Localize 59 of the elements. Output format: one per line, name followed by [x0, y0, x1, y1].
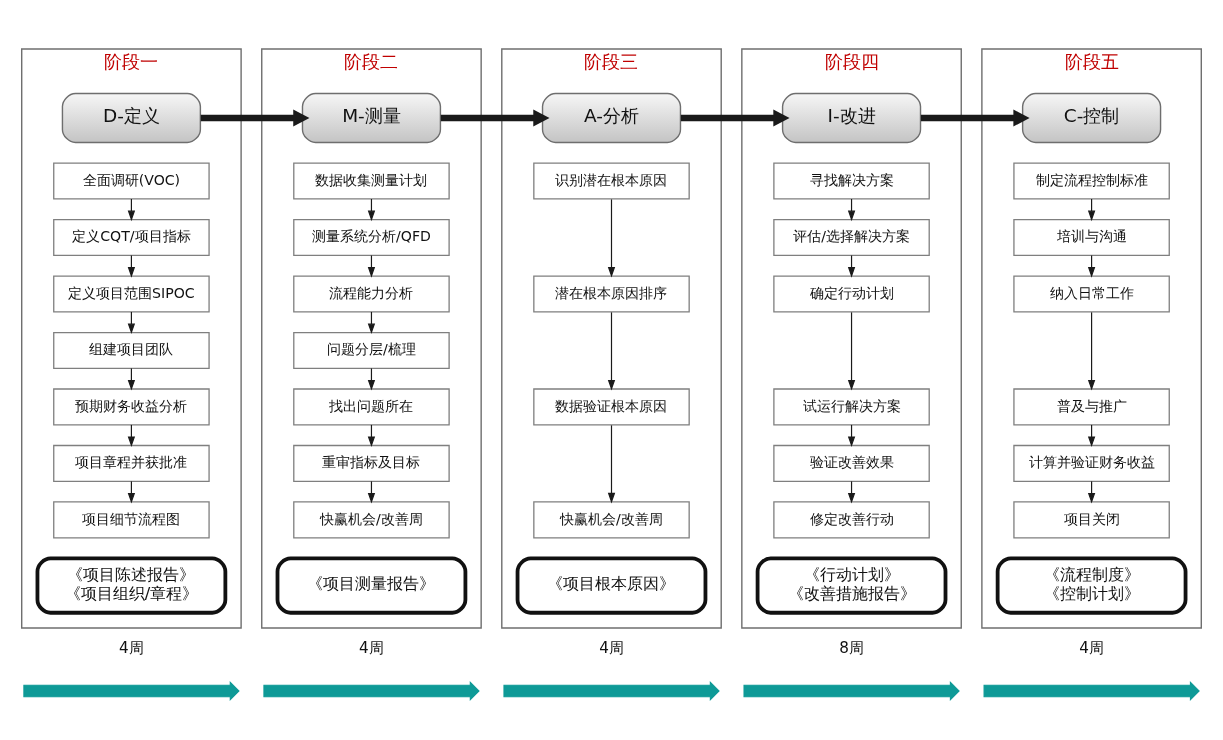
node-box: 寻找解决方案 — [773, 162, 930, 200]
node-box: 测量系统分析/QFD — [293, 218, 450, 257]
node-box: A-分析 — [541, 92, 682, 144]
node-box: 预期财务收益分析 — [53, 388, 210, 426]
arrow — [607, 311, 616, 391]
node-arrow — [983, 680, 1200, 701]
node-box: 培训与沟通 — [1013, 218, 1170, 257]
node-box: 重审指标及目标 — [293, 444, 450, 482]
node-label: 8周 — [839, 639, 864, 658]
node-box: 修定改善行动 — [773, 501, 930, 539]
node-box: 《流程制度》 《控制计划》 — [995, 556, 1188, 615]
node-label: 4周 — [359, 639, 384, 658]
arrow — [1087, 311, 1096, 391]
node-box: 纳入日常工作 — [1013, 275, 1170, 313]
node-box: 普及与推广 — [1013, 388, 1170, 426]
node-box: D-定义 — [61, 92, 202, 144]
node-box: 制定流程控制标准 — [1013, 162, 1170, 200]
node-box: 《行动计划》 《改善措施报告》 — [755, 556, 948, 615]
node-box: 识别潜在根本原因 — [533, 162, 690, 200]
node-box: 快赢机会/改善周 — [293, 501, 450, 539]
node-box: 《项目根本原因》 — [515, 556, 708, 615]
node-box: 《项目陈述报告》 《项目组织/章程》 — [35, 556, 228, 615]
node-box: 潜在根本原因排序 — [533, 275, 690, 313]
node-box: 组建项目团队 — [53, 331, 210, 369]
arrow — [847, 311, 856, 391]
node-box: C-控制 — [1021, 92, 1162, 144]
node-box: 评估/选择解决方案 — [773, 218, 930, 257]
node-box: 快赢机会/改善周 — [533, 501, 690, 539]
node-box: 验证改善效果 — [773, 444, 930, 482]
node-arrow — [23, 680, 240, 701]
node-box: 流程能力分析 — [293, 275, 450, 313]
node-arrow — [263, 680, 480, 701]
node-box: M-测量 — [301, 92, 442, 144]
node-box: 问题分层/梳理 — [293, 331, 450, 369]
arrow — [680, 109, 790, 127]
node-box: 数据收集测量计划 — [293, 162, 450, 200]
arrow — [440, 109, 550, 127]
node-box: I-改进 — [781, 92, 922, 144]
arrow — [607, 198, 616, 278]
node-label: 4周 — [119, 639, 144, 658]
node-arrow — [503, 680, 720, 701]
node-label: 4周 — [1079, 639, 1104, 658]
arrow — [607, 424, 616, 504]
node-label: 4周 — [599, 639, 624, 658]
node-box: 全面调研(VOC) — [53, 162, 210, 200]
arrow — [200, 109, 310, 127]
arrow — [920, 109, 1030, 127]
node-box: 找出问题所在 — [293, 388, 450, 426]
node-box: 试运行解决方案 — [773, 388, 930, 426]
node-box: 定义CQT/项目指标 — [53, 218, 210, 257]
node-box: 定义项目范围SIPOC — [53, 275, 210, 313]
node-box: 项目关闭 — [1013, 501, 1170, 539]
node-box: 计算并验证财务收益 — [1013, 444, 1170, 482]
node-arrow — [743, 680, 960, 701]
node-box: 数据验证根本原因 — [533, 388, 690, 426]
node-box: 确定行动计划 — [773, 275, 930, 313]
node-box: 项目章程并获批准 — [53, 444, 210, 482]
node-box: 《项目测量报告》 — [275, 556, 468, 615]
node-box: 项目细节流程图 — [53, 501, 210, 539]
